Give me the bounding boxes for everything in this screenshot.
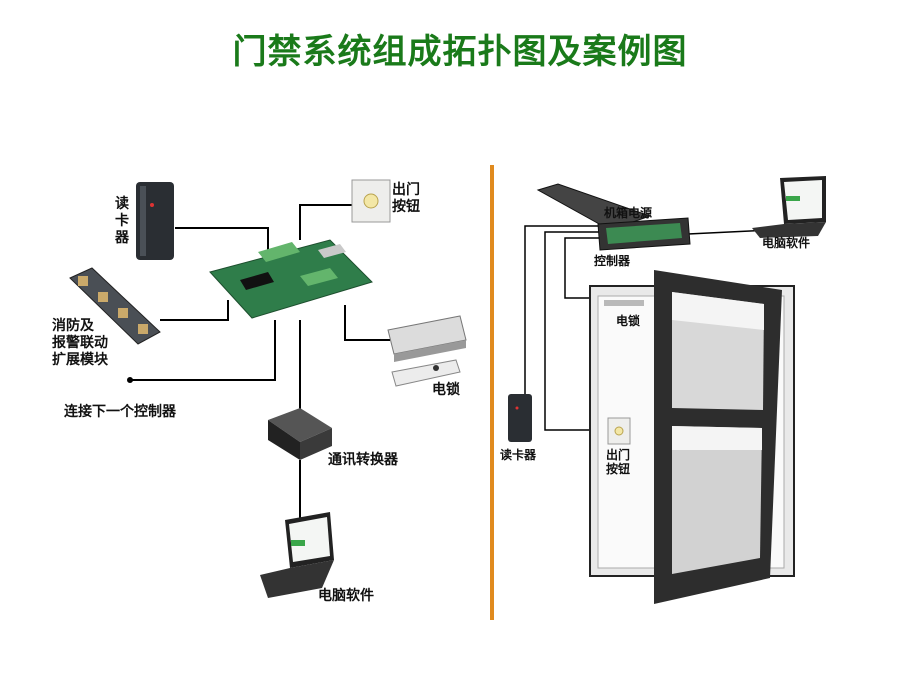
power-controller-box [536, 183, 691, 251]
converter-device [268, 408, 332, 460]
converter-label: 通讯转换器 [328, 452, 398, 468]
right-reader-label: 读卡器 [500, 448, 537, 462]
left-wires [130, 204, 390, 520]
left-pc-label: 电脑软件 [318, 588, 374, 604]
page-title: 门禁系统组成拓扑图及案例图 [232, 32, 688, 72]
fire-module-label: 消防及 报警联动 扩展模块 [52, 318, 108, 368]
next-controller-label: 连接下一个控制器 [64, 404, 176, 420]
right-laptop-device [752, 176, 826, 238]
fire-alarm-module [69, 267, 161, 345]
exit-button-device [351, 179, 391, 223]
right-pc-label: 电脑软件 [762, 236, 811, 250]
controller-board [209, 239, 373, 319]
electric-lock-device [387, 315, 467, 387]
lock-label: 电锁 [432, 382, 460, 398]
open-door [654, 270, 782, 604]
card-reader-device [136, 182, 174, 260]
reader-label: 读 卡 器 [115, 196, 129, 246]
exit-button-label: 出门 按钮 [392, 182, 420, 215]
power-label: 机箱电源 [604, 206, 653, 220]
controller-label: 控制器 [594, 254, 631, 268]
right-lock-label: 电锁 [616, 314, 641, 328]
right-exit-button-label: 出门 按钮 [606, 448, 631, 476]
right-card-reader-device [508, 394, 532, 442]
wire-endpoint [127, 377, 133, 383]
left-laptop-device [260, 512, 334, 598]
right-exit-button-device [607, 417, 631, 445]
